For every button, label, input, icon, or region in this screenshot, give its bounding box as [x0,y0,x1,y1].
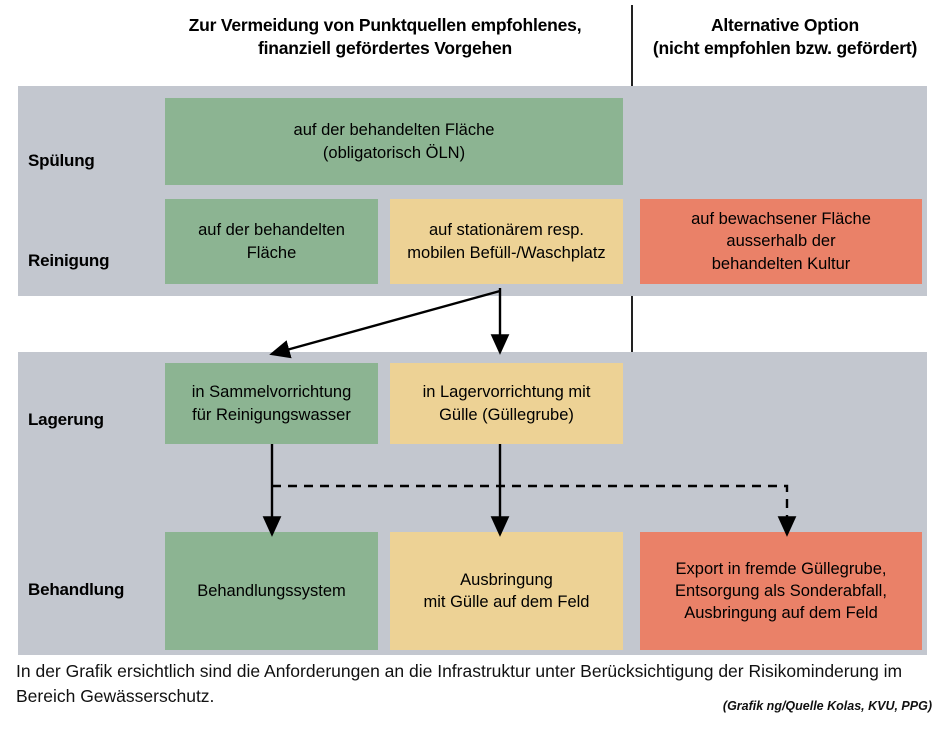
box-behandlung-export-disposal[interactable]: Export in fremde Güllegrube,Entsorgung a… [640,532,922,650]
box-reinigung-washing-place[interactable]: auf stationärem resp.mobilen Befüll-/Was… [390,199,623,284]
column-header-alternative: Alternative Option(nicht empfohlen bzw. … [652,15,918,58]
box-spuelung-treated-area[interactable]: auf der behandelten Fläche(obligatorisch… [165,98,623,185]
row-label-behandlung: Behandlung [28,580,125,599]
row-label-reinigung: Reinigung [28,251,110,270]
caption-credit: (Grafik ng/Quelle Kolas, KVU, PPG) [722,699,932,713]
arrow-reinigung-to-lagerung-green [269,289,501,359]
row-label-spuelung: Spülung [28,151,95,170]
caption-text: In der Grafik ersichtlich sind die Anfor… [16,661,903,706]
box-behandlung-treatment-system[interactable]: Behandlungssystem [165,532,378,650]
row-label-lagerung: Lagerung [28,410,104,429]
column-header-recommended: Zur Vermeidung von Punktquellen empfohle… [188,15,582,58]
